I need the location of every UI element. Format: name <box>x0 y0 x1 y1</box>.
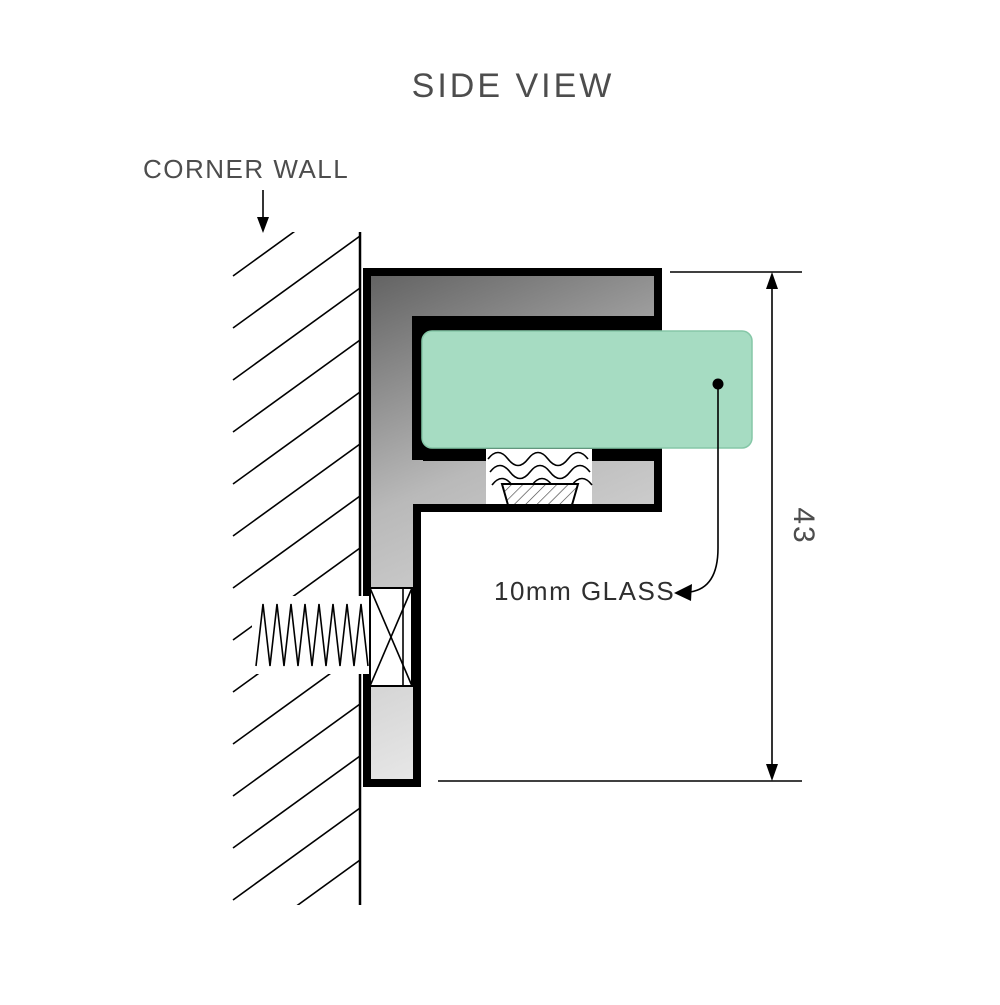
glass-leader-line <box>689 384 719 593</box>
diagram-title: SIDE VIEW <box>412 67 615 105</box>
grub-screw-thread-2 <box>489 464 591 480</box>
dimension-label: 43 <box>787 507 820 544</box>
grub-screw-body <box>500 483 580 506</box>
glass-leader-arrowhead <box>674 584 692 601</box>
glass-callout: 10mm GLASS <box>494 378 724 606</box>
screw-head <box>369 587 413 687</box>
grub-screw-thread-1 <box>487 451 589 467</box>
dimension: 43 <box>438 271 820 782</box>
dimension-arrow-top <box>766 272 778 289</box>
wall <box>232 232 362 905</box>
dimension-arrow-bottom <box>766 764 778 781</box>
wall-hatching <box>232 232 360 905</box>
glass-panel <box>421 330 753 449</box>
corner-wall-callout: CORNER WALL <box>143 154 349 233</box>
mounting-screw-thread <box>255 603 369 667</box>
screw-head-diagonal-2 <box>369 587 413 687</box>
glass-label: 10mm GLASS <box>494 576 675 606</box>
grub-screw <box>486 449 593 506</box>
mounting-screw <box>252 587 413 687</box>
corner-wall-label: CORNER WALL <box>143 154 349 184</box>
corner-wall-arrowhead <box>257 217 269 233</box>
